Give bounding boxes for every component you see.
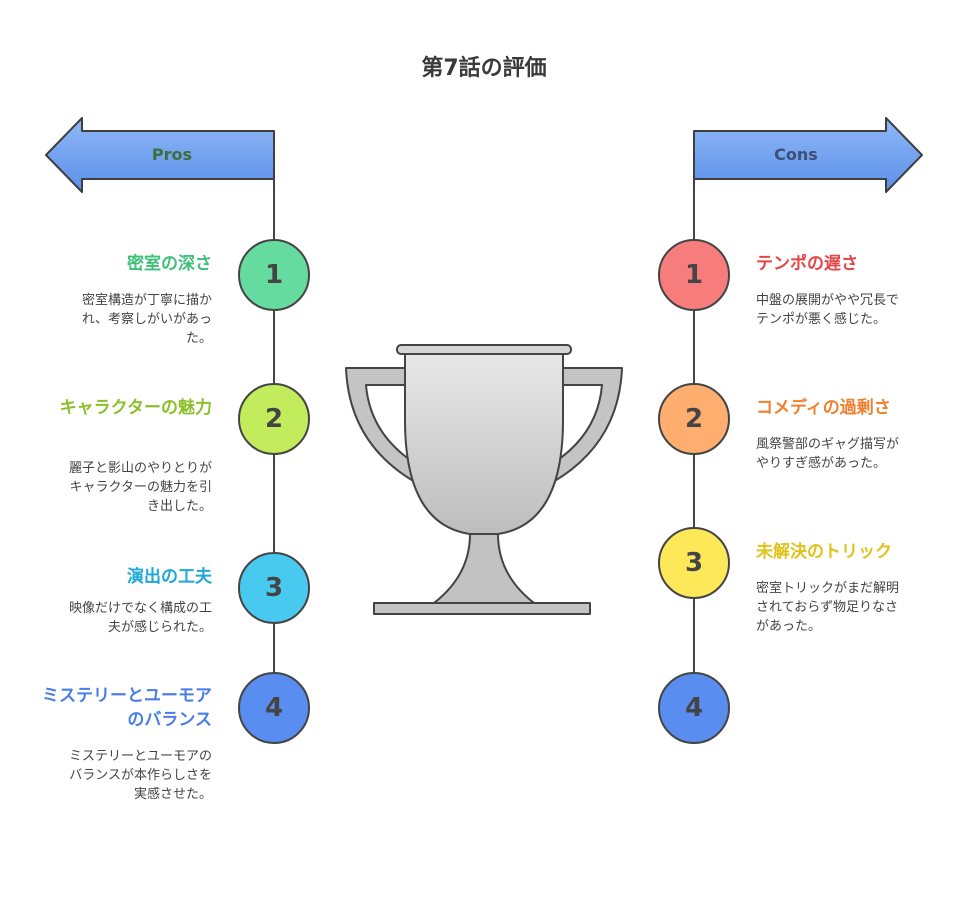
cons-item-desc: 風祭警部のギャグ描写がやりすぎ感があった。	[756, 437, 900, 471]
cons-circle-4: 4	[658, 672, 730, 744]
pros-item-title: キャラクターの魅力	[59, 398, 212, 418]
cons-circle-1: 1	[658, 239, 730, 311]
pros-item-title: ミステリーとユーモアのバランス	[42, 686, 212, 730]
cons-arrow-icon	[693, 117, 923, 193]
cons-item-title: テンポの遅さ	[756, 254, 858, 274]
pros-item-desc: ミステリーとユーモアのバランスが本作らしさを実感させた。	[68, 749, 212, 802]
pros-item-desc: 麗子と影山のやりとりがキャラクターの魅力を引き出した。	[68, 461, 212, 514]
pros-arrow-icon	[45, 117, 275, 193]
pros-label: Pros	[151, 145, 193, 164]
pros-item-title: 演出の工夫	[127, 567, 212, 587]
trophy-icon	[345, 344, 623, 615]
cons-circle-2: 2	[658, 383, 730, 455]
pros-circle-4: 4	[238, 672, 310, 744]
pros-circle-1: 1	[238, 239, 310, 311]
cons-item-title: コメディの過剰さ	[756, 398, 891, 418]
cons-item-desc: 密室トリックがまだ解明されておらず物足りなさがあった。	[756, 581, 900, 634]
cons-item-desc: 中盤の展開がやや冗長でテンポが悪く感じた。	[756, 293, 900, 327]
pros-item-desc: 密室構造が丁寧に描かれ、考察しがいがあった。	[81, 293, 212, 346]
cons-label: Cons	[774, 145, 818, 164]
page-title: 第7話の評価	[421, 56, 547, 81]
pros-circle-2: 2	[238, 383, 310, 455]
pros-item-desc: 映像だけでなく構成の工夫が感じられた。	[68, 601, 212, 635]
pros-item-title: 密室の深さ	[127, 254, 212, 274]
cons-circle-3: 3	[658, 527, 730, 599]
cons-item-title: 未解決のトリック	[756, 542, 892, 562]
pros-circle-3: 3	[238, 552, 310, 624]
